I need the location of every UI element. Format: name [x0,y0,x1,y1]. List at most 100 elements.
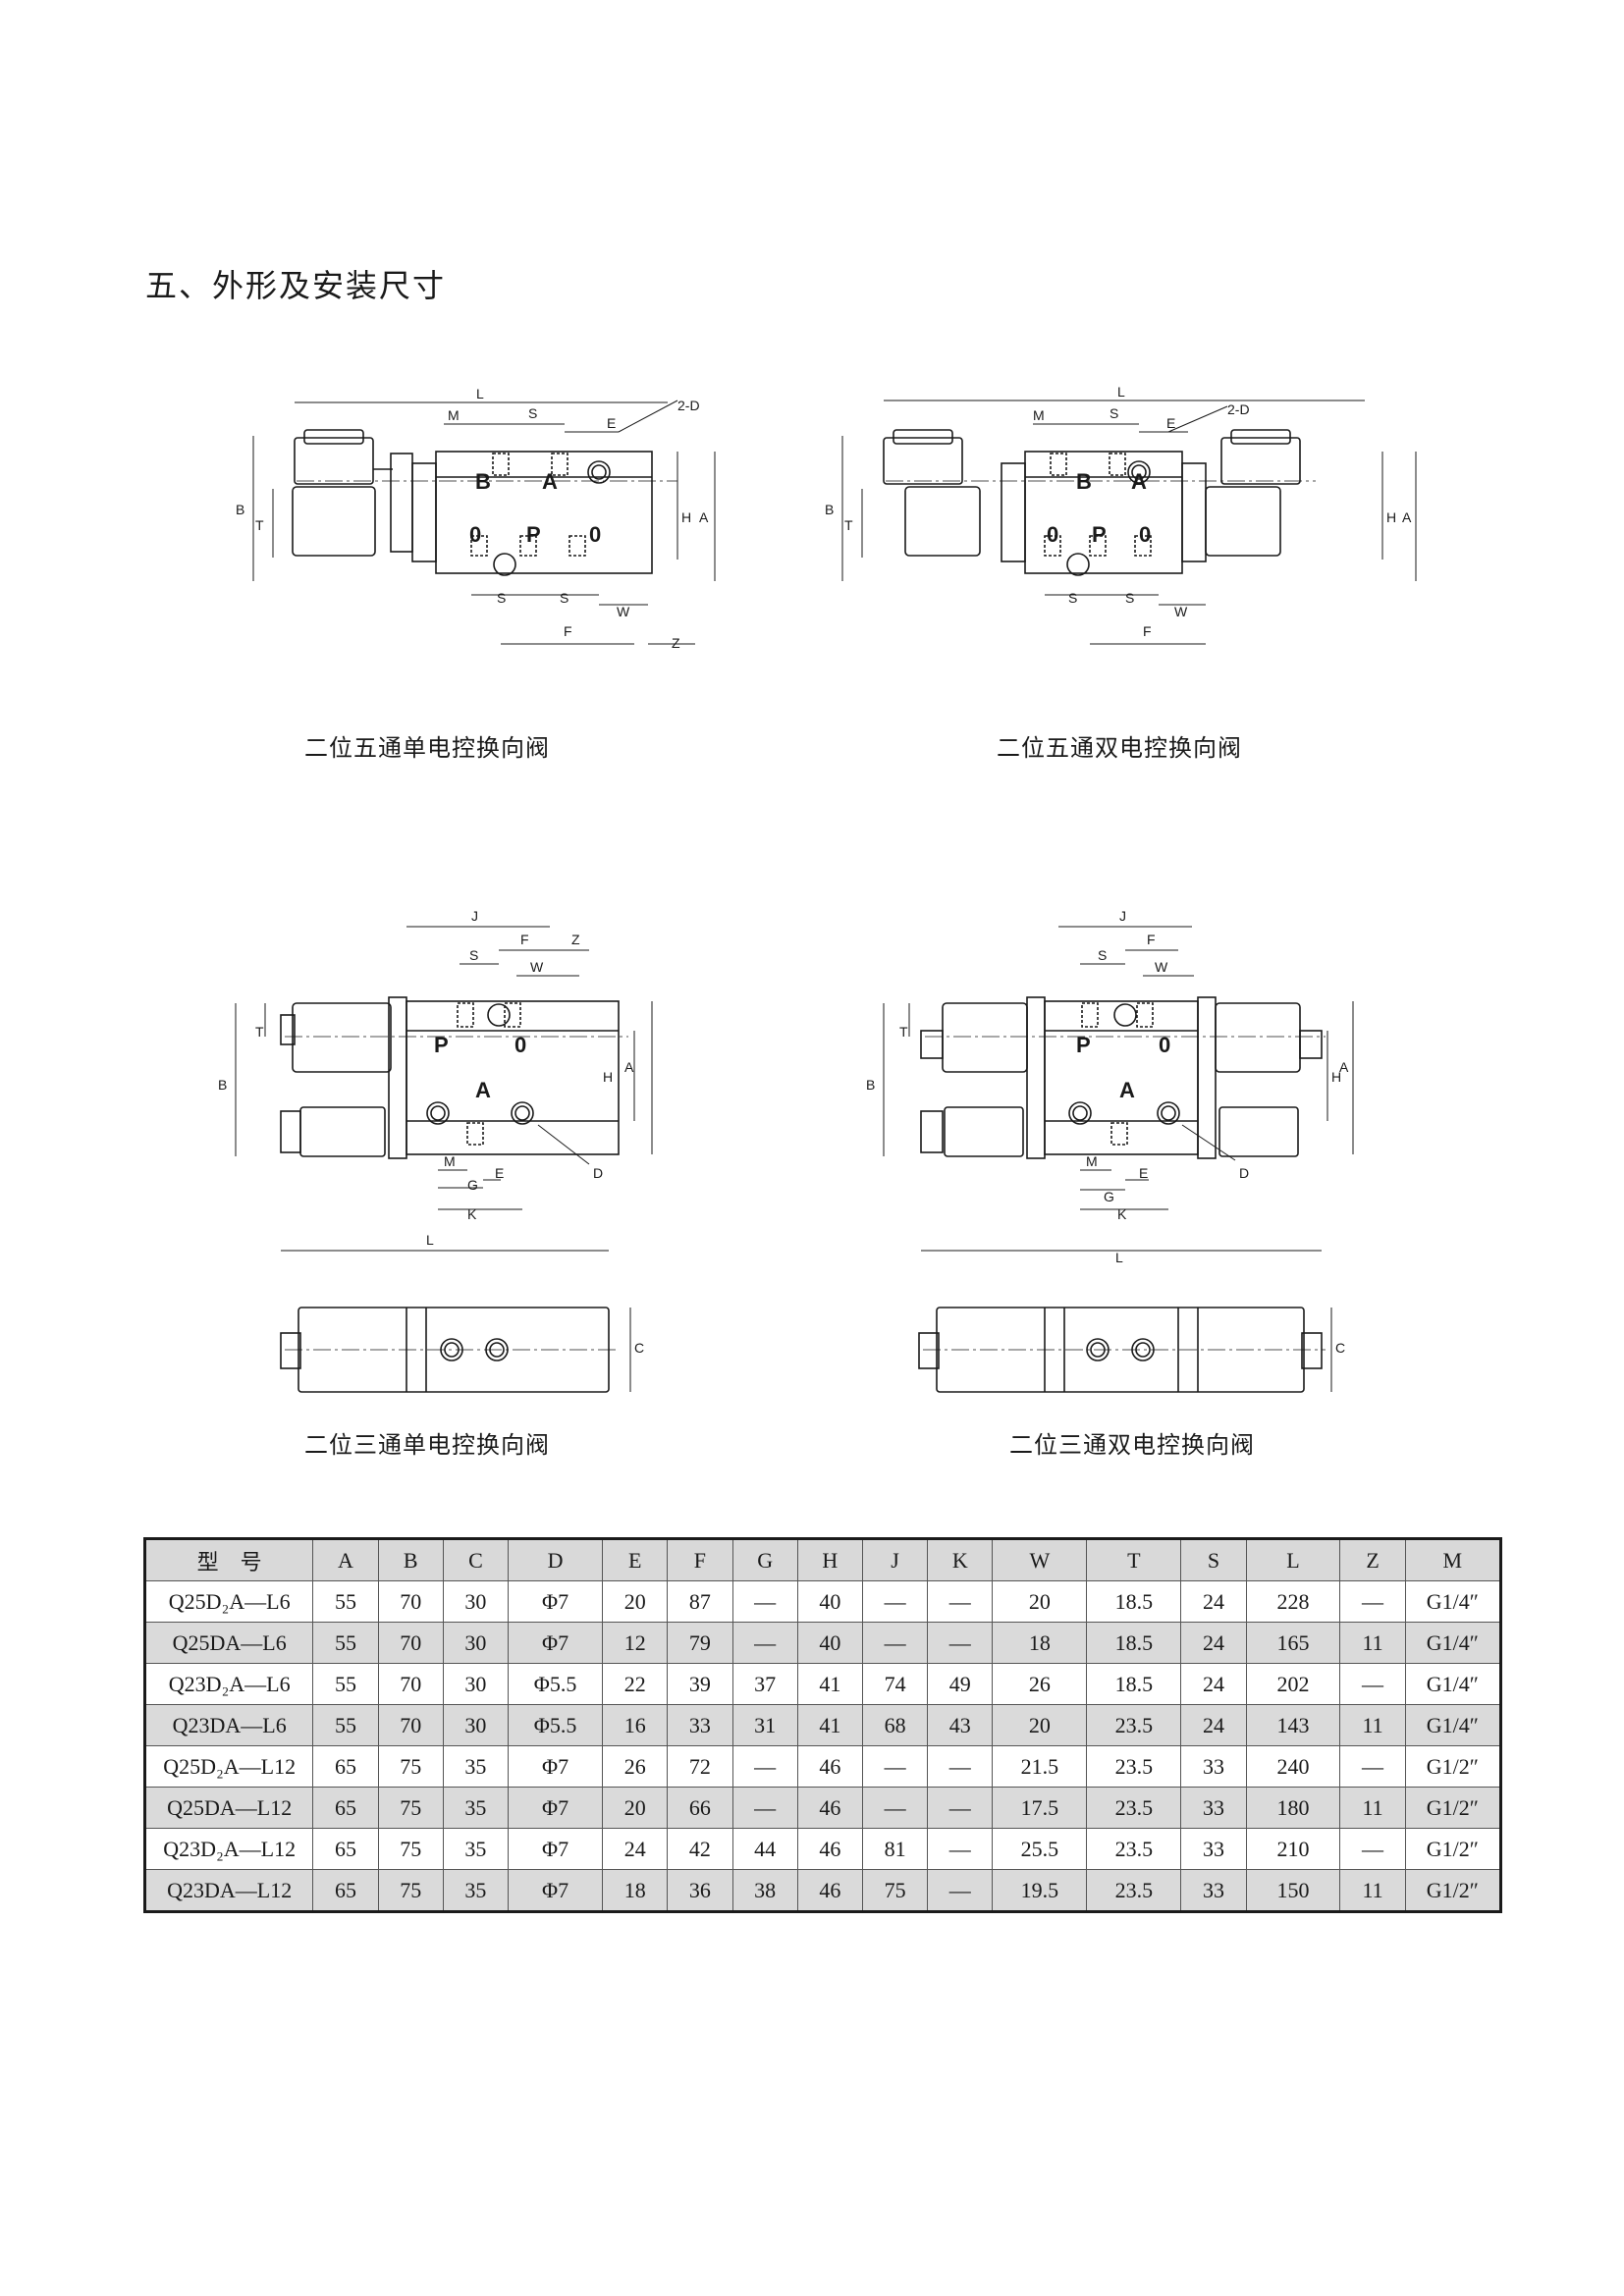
table-cell: 46 [796,1828,863,1870]
table-cell: — [731,1622,798,1664]
dim-label: Z [571,932,580,947]
drawing-3way-double: J F S W T B H A M E D G K L C P 0 A [854,893,1365,1399]
table-cell: 24 [1180,1663,1247,1705]
table-cell: 165 [1245,1622,1341,1664]
table-cell: 24 [602,1828,669,1870]
table-cell: 75 [377,1828,444,1870]
table-cell: 30 [442,1580,510,1623]
port-label: P [1092,522,1107,547]
table-cell: 24 [1180,1580,1247,1623]
table-cell: — [1339,1663,1406,1705]
dim-label: W [530,959,544,975]
table-cell: 30 [442,1622,510,1664]
port-label: 0 [469,522,481,547]
port-label: B [475,469,491,494]
dim-label: T [255,517,264,533]
table-cell: Φ7 [508,1580,604,1623]
table-cell: 35 [442,1745,510,1788]
table-cell: G1/4″ [1404,1663,1502,1705]
table-cell: 74 [861,1663,929,1705]
table-cell: 12 [602,1622,669,1664]
table-cell: 30 [442,1663,510,1705]
dim-label: B [866,1077,875,1093]
table-cell: 18 [602,1869,669,1912]
figure-caption: 二位三通单电控换向阀 [304,1431,550,1459]
table-cell: 70 [377,1663,444,1705]
table-cell: 23.5 [1086,1787,1182,1829]
port-label: P [1076,1033,1091,1057]
table-cell: G1/2″ [1404,1828,1502,1870]
dim-label: H [681,509,691,525]
model-cell: Q23DA—L12 [143,1869,314,1912]
dim-label: E [607,415,616,431]
table-cell: 55 [312,1580,379,1623]
column-header: A [312,1538,379,1581]
dim-label: W [1155,959,1168,975]
dim-label: S [1098,947,1107,963]
table-cell: 35 [442,1828,510,1870]
table-cell: 70 [377,1704,444,1746]
dim-label: B [825,502,834,517]
port-label: P [434,1033,449,1057]
column-header: S [1180,1538,1247,1581]
table-cell: 33 [1180,1828,1247,1870]
table-cell: — [927,1828,994,1870]
table-cell: — [1339,1580,1406,1623]
dim-label: S [560,590,568,606]
table-cell: 20 [602,1580,669,1623]
table-cell: 40 [796,1622,863,1664]
table-cell: 42 [667,1828,733,1870]
table-cell: 65 [312,1787,379,1829]
table-cell: 24 [1180,1704,1247,1746]
table-cell: 49 [927,1663,994,1705]
table-cell: 36 [667,1869,733,1912]
column-header: J [861,1538,929,1581]
dim-label: S [1125,590,1134,606]
model-cell: Q25DA—L12 [143,1787,314,1829]
dim-label: K [1117,1206,1127,1222]
dim-label: S [497,590,506,606]
table-cell: 55 [312,1663,379,1705]
dim-label: A [624,1059,634,1075]
port-label: 0 [1159,1033,1170,1057]
table-cell: 240 [1245,1745,1341,1788]
table-cell: 31 [731,1704,798,1746]
dim-label: S [528,405,537,421]
table-cell: 17.5 [992,1787,1088,1829]
dim-label: W [617,604,630,619]
dim-label: D [593,1165,603,1181]
table-cell: 40 [796,1580,863,1623]
table-cell: 18.5 [1086,1580,1182,1623]
dim-label: H [1331,1069,1341,1085]
table-cell: 55 [312,1622,379,1664]
table-cell: 75 [861,1869,929,1912]
table-cell: 55 [312,1704,379,1746]
table-cell: — [731,1787,798,1829]
dim-label: E [495,1165,504,1181]
column-header: F [667,1538,733,1581]
table-cell: 46 [796,1869,863,1912]
table-cell: 79 [667,1622,733,1664]
dim-label: C [1335,1340,1345,1356]
table-cell: 11 [1339,1787,1406,1829]
figure-caption: 二位五通双电控换向阀 [997,734,1242,762]
dim-label: L [426,1232,434,1248]
dim-label: L [476,386,484,401]
model-cell: Q23D₂A—L6 [143,1663,314,1705]
table-cell: — [927,1787,994,1829]
port-label: A [1119,1078,1135,1102]
dim-label: F [1143,623,1152,639]
table-cell: 41 [796,1704,863,1746]
dim-label: K [467,1206,477,1222]
table-cell: 11 [1339,1869,1406,1912]
dim-label: F [520,932,529,947]
model-cell: Q25D₂A—L12 [143,1745,314,1788]
table-cell: 37 [731,1663,798,1705]
table-cell: — [927,1869,994,1912]
column-header: L [1245,1538,1341,1581]
